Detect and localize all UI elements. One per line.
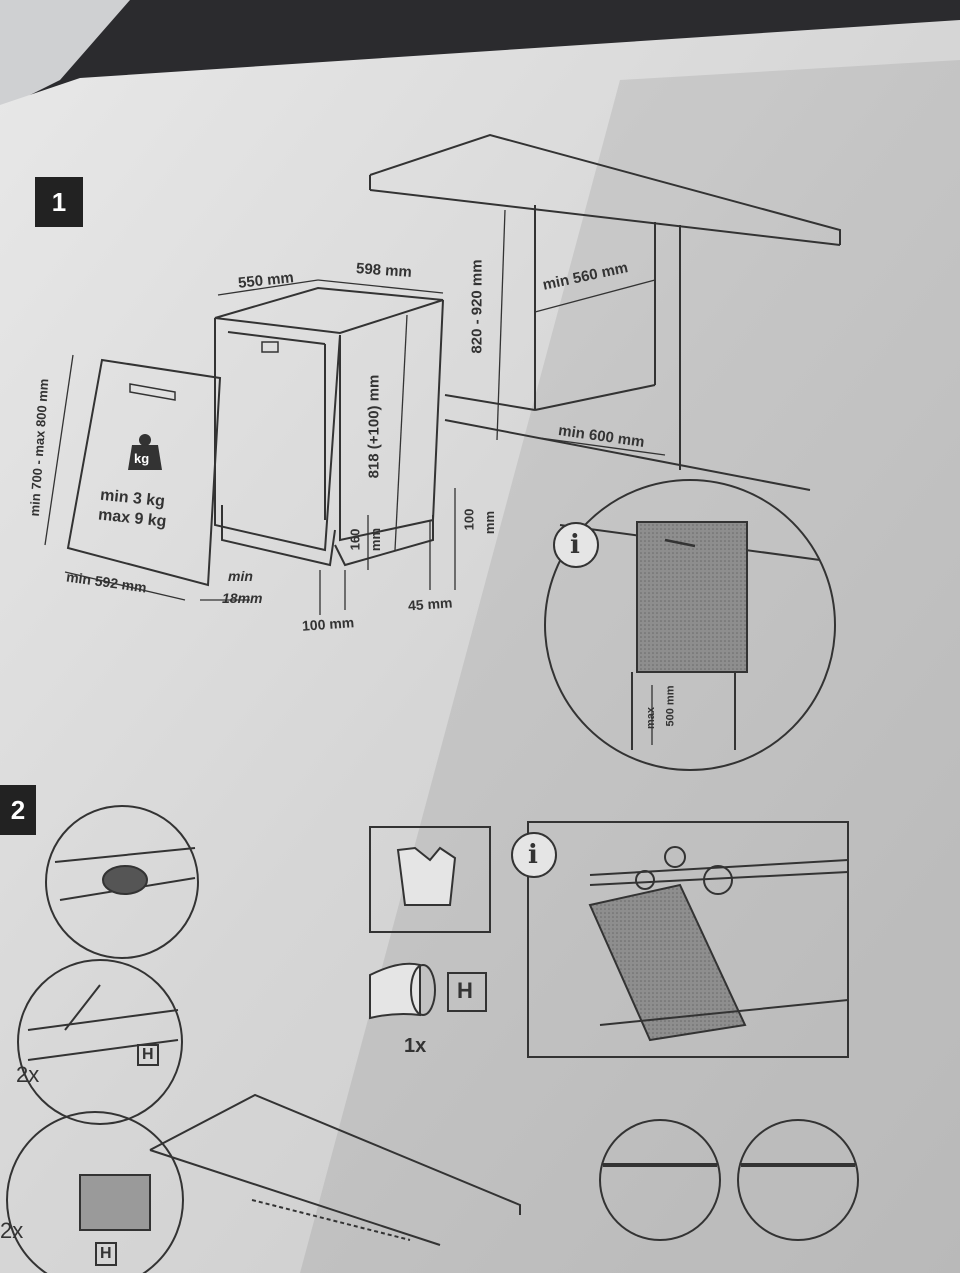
step-2-badge: 2: [0, 785, 36, 835]
step2-circle-c: [6, 1111, 184, 1273]
dim-plinth-max-1: max: [645, 706, 658, 730]
dim-plinth-max-2: 500 mm: [664, 685, 677, 727]
dim-door-gap-2: 18mm: [222, 590, 263, 606]
part-a: H: [142, 1046, 154, 1063]
dim-plinth-height-1: 160: [347, 528, 363, 551]
step2-countertop: [149, 1093, 521, 1246]
desk-corner: [0, 0, 130, 110]
tape-roll-icon: [369, 962, 487, 1020]
dim-adjust-1: 100: [461, 508, 477, 531]
weight-icon-text: kg: [134, 451, 150, 466]
kit-quantity: 1x: [404, 1035, 427, 1057]
gloves-box: [369, 826, 491, 933]
detail-circles-bottom: [599, 1119, 859, 1241]
dim-back-gap: 45 mm: [407, 594, 453, 614]
dishwasher-body: [214, 286, 444, 567]
step-1-badge: 1: [35, 177, 83, 227]
dim-height-range: 820 - 920 mm: [468, 259, 486, 354]
weight-icon: [128, 434, 162, 470]
dim-door-gap-1: min: [228, 568, 253, 584]
door-panel: [66, 358, 222, 587]
shadow: [300, 60, 960, 1273]
info-icon: [511, 522, 599, 878]
info-box-steam: [527, 821, 849, 1058]
count-a: 2x: [16, 1062, 40, 1087]
count-b: 2x: [0, 1218, 24, 1243]
info-glyph-2: i: [528, 840, 538, 870]
info-detail-circle: [544, 479, 836, 771]
countertop-niche: [369, 133, 841, 491]
info-glyph-1: i: [570, 530, 580, 560]
dim-plinth-height-2: mm: [368, 527, 384, 552]
dim-adjust-2: mm: [482, 510, 498, 535]
step2-circle-a: [45, 805, 199, 959]
kit-part-letter: H: [457, 978, 473, 1003]
step2-circle-b: [17, 959, 183, 1125]
part-b: H: [100, 1245, 112, 1262]
dim-appliance-height: 818 (+100) mm: [365, 374, 383, 479]
dimension-lines: [44, 209, 666, 615]
